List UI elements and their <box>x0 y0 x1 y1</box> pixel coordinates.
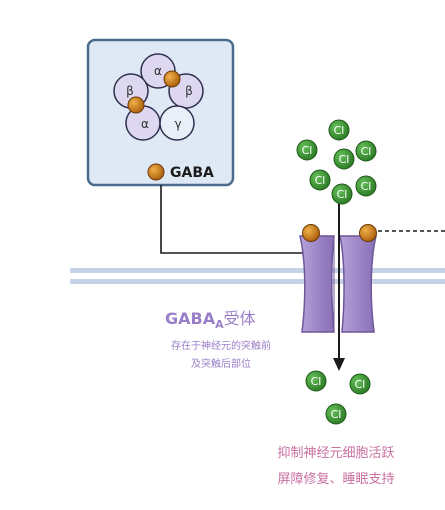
gaba-molecule-receptor-left <box>302 224 320 242</box>
cl-ion: Cl <box>309 169 331 191</box>
receptor-description-line2: 及突触后部位 <box>191 357 251 370</box>
gaba-legend-label: GABA <box>170 165 214 181</box>
svg-text:Cl: Cl <box>361 180 372 193</box>
cl-ion: Cl <box>331 183 353 205</box>
cl-ion-group-top: Cl Cl Cl Cl Cl Cl Cl <box>296 119 377 205</box>
label-beta-left: β <box>126 84 134 98</box>
membrane-bottom <box>70 279 445 284</box>
label-alpha-bottom: α <box>141 117 149 131</box>
cl-ion: Cl <box>328 119 350 141</box>
receptor-description-line1: 存在于神经元的突触前 <box>171 339 271 352</box>
cl-ion: Cl <box>305 370 327 392</box>
cl-ion: Cl <box>355 140 377 162</box>
gaba-molecule-bound-2 <box>127 96 145 114</box>
svg-text:Cl: Cl <box>337 188 348 201</box>
effect-line1: 抑制神经元细胞活跃 <box>277 446 394 461</box>
svg-text:Cl: Cl <box>331 408 342 421</box>
cl-ion: Cl <box>355 175 377 197</box>
label-alpha-top: α <box>154 64 162 78</box>
cl-ion: Cl <box>349 373 371 395</box>
receptor-right-half <box>339 235 377 333</box>
label-beta-right: β <box>185 84 193 98</box>
svg-text:Cl: Cl <box>355 378 366 391</box>
svg-text:Cl: Cl <box>315 174 326 187</box>
gaba-legend-icon <box>147 163 165 181</box>
cl-ion: Cl <box>325 403 347 425</box>
effect-line2: 屏障修复、睡眠支持 <box>277 472 394 487</box>
svg-text:Cl: Cl <box>361 145 372 158</box>
svg-text:Cl: Cl <box>339 153 350 166</box>
label-gamma: γ <box>174 117 181 131</box>
gaba-molecule-receptor-right <box>359 224 377 242</box>
cl-ion: Cl <box>296 139 318 161</box>
svg-text:Cl: Cl <box>311 375 322 388</box>
subunit-gamma: γ <box>159 105 195 141</box>
cl-ion: Cl <box>333 148 355 170</box>
connector-line <box>160 185 310 254</box>
receptor-title: GABAA受体 <box>165 309 256 331</box>
svg-text:Cl: Cl <box>334 124 345 137</box>
svg-text:Cl: Cl <box>302 144 313 157</box>
ion-flow-arrow-head <box>333 358 345 371</box>
receptor-left-half <box>299 235 335 333</box>
membrane-top <box>70 268 445 273</box>
gaba-molecule-bound-1 <box>163 70 181 88</box>
cl-ion-group-bottom: Cl Cl Cl <box>305 370 371 425</box>
